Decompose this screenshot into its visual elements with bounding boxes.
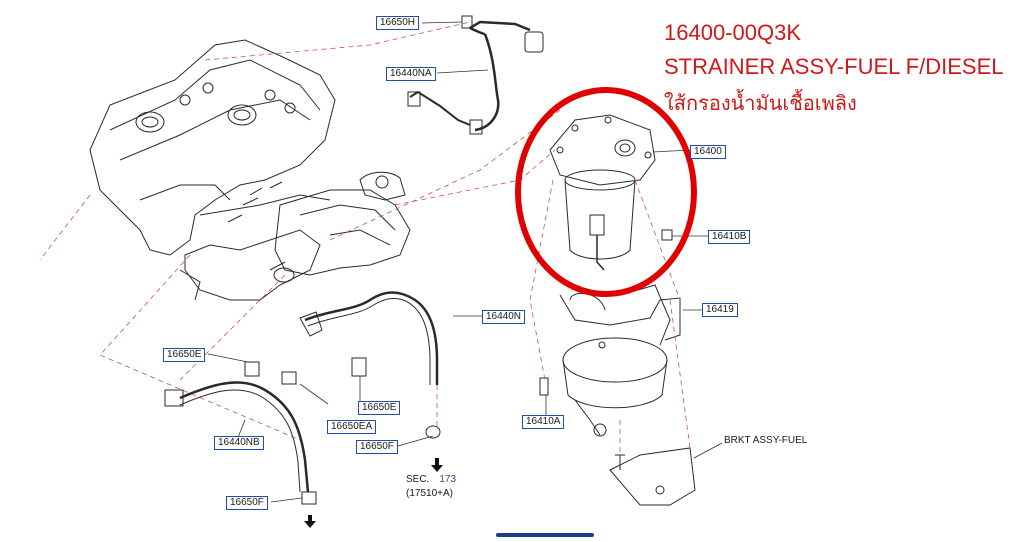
- highlight-circle: [515, 87, 697, 297]
- leader-lines: [39, 21, 691, 455]
- lower-bracket: [609, 447, 696, 506]
- part-label-16650f[interactable]: 16650F: [356, 440, 398, 454]
- callout-lines: [207, 21, 723, 503]
- section-sub-reference: (17510+A): [406, 488, 453, 499]
- part-number-title: 16400-00Q3K: [664, 20, 801, 45]
- intake-manifold: [179, 171, 411, 301]
- fuel-hose-16440n: [299, 291, 441, 439]
- part-label-16650e-2[interactable]: 16650E: [358, 401, 401, 415]
- part-label-16440nb[interactable]: 16440NB: [214, 436, 264, 450]
- part-label-16650ea[interactable]: 16650EA: [327, 420, 377, 434]
- flow-arrows: [304, 458, 443, 528]
- part-label-16410b[interactable]: 16410B: [708, 230, 751, 244]
- part-label-16650f-2[interactable]: 16650F: [226, 496, 268, 510]
- horizontal-scrollbar[interactable]: [496, 533, 594, 537]
- part-label-16410a[interactable]: 16410A: [522, 415, 565, 429]
- engine-head: [89, 39, 336, 301]
- clip-16410b: [661, 229, 673, 241]
- part-label-16440na[interactable]: 16440NA: [386, 67, 436, 81]
- part-label-16440n[interactable]: 16440N: [482, 310, 526, 324]
- part-name-thai: ใส้กรองน้ำมันเชื้อเพลิง: [664, 91, 857, 115]
- section-reference[interactable]: SEC. 173: [406, 474, 456, 485]
- filter-band: [539, 337, 668, 437]
- section-number: 173: [439, 474, 457, 485]
- part-label-16650h[interactable]: 16650H: [376, 16, 420, 30]
- part-label-16400[interactable]: 16400: [690, 145, 726, 159]
- fuel-filter-16400: [549, 114, 656, 271]
- part-label-16419[interactable]: 16419: [702, 303, 738, 317]
- bracket-label: BRKT ASSY-FUEL: [724, 435, 808, 446]
- section-label: SEC.: [406, 474, 430, 485]
- fuel-hose-16440na: [407, 15, 544, 135]
- part-name-title: STRAINER ASSY-FUEL F/DIESEL: [664, 54, 1004, 79]
- part-label-16650e[interactable]: 16650E: [163, 348, 206, 362]
- fuel-hose-16440nb: [164, 361, 317, 505]
